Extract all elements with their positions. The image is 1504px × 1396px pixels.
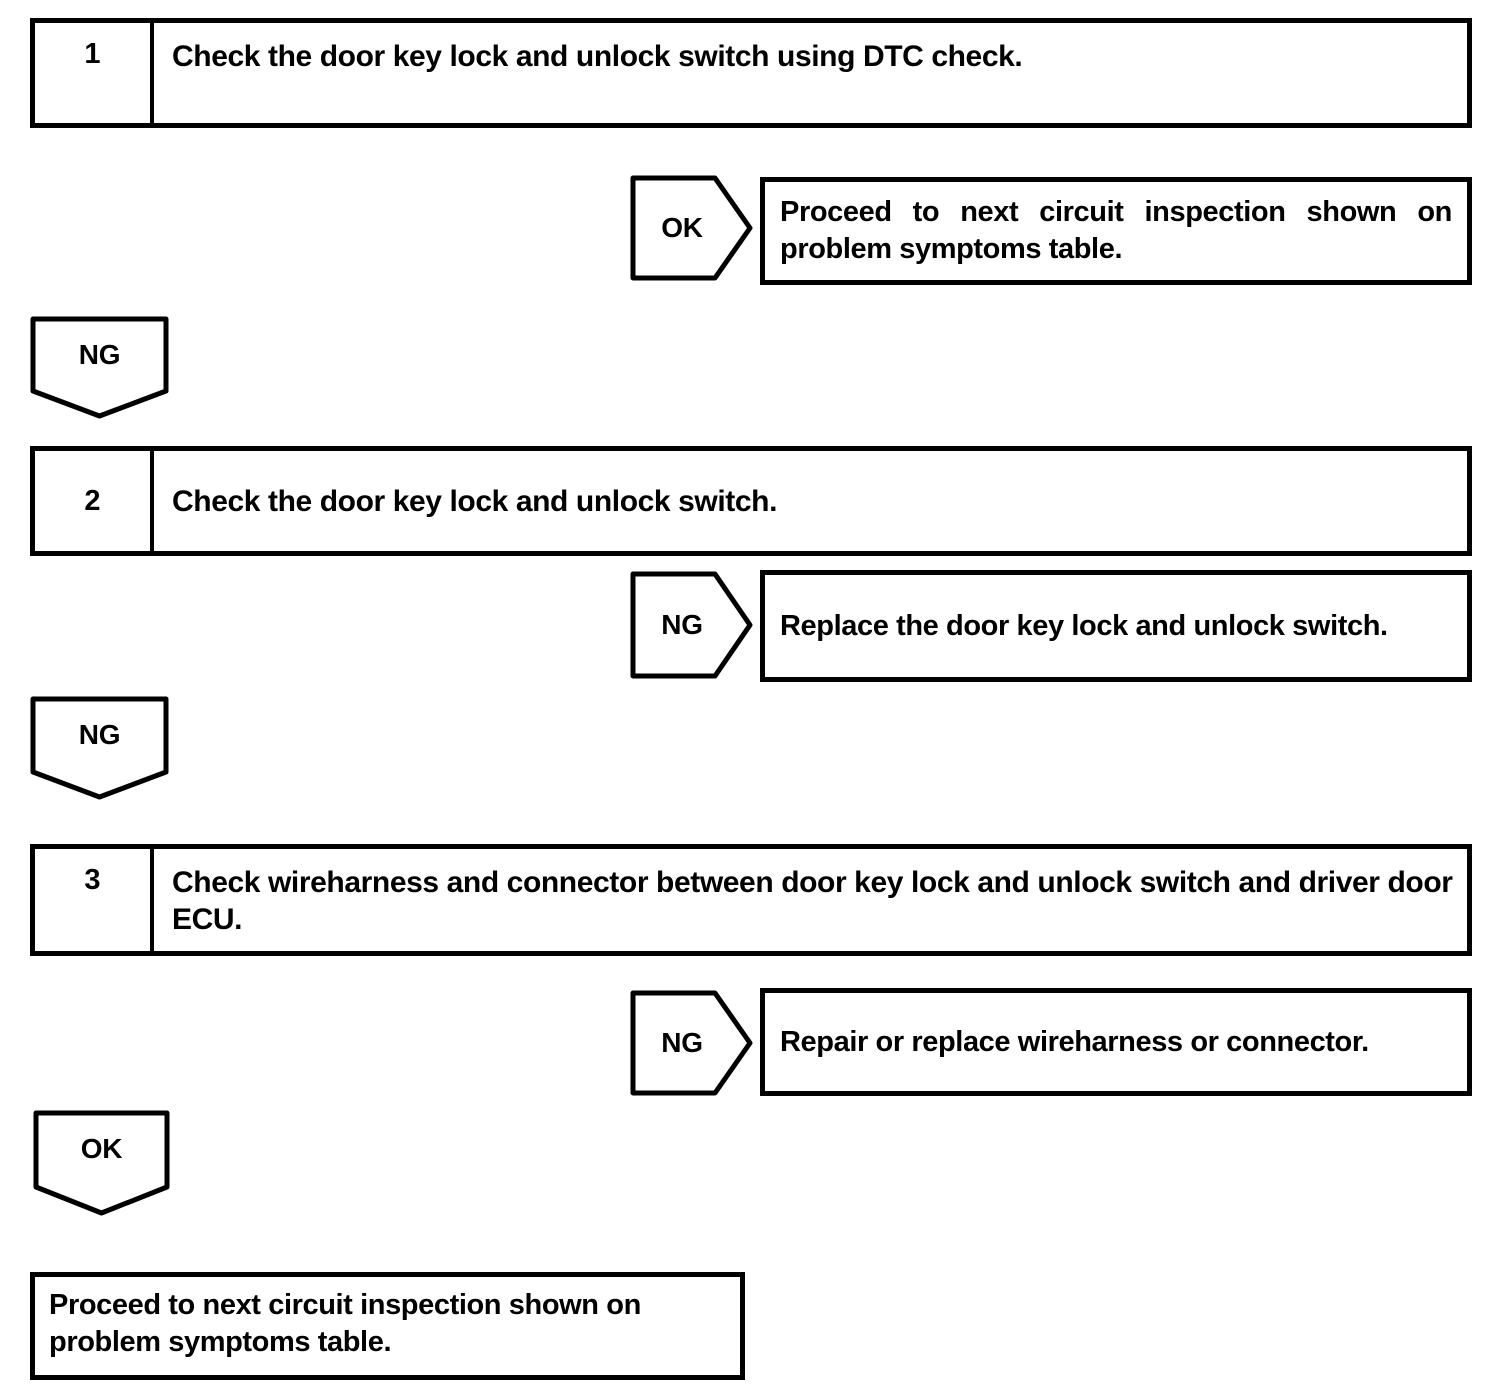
terminal-text: Proceed to next circuit inspection shown… xyxy=(49,1289,641,1358)
pentagon-flag-icon xyxy=(30,696,169,800)
branch-tag-label: OK xyxy=(661,212,703,243)
branch-result-text: Repair or replace wireharness or connect… xyxy=(780,1025,1369,1058)
flow-tag-label: OK xyxy=(80,1133,123,1164)
step-box-2: 2 Check the door key lock and unlock swi… xyxy=(30,446,1472,556)
step-instruction-text: Check the door key lock and unlock switc… xyxy=(172,484,778,518)
step-instruction: Check the door key lock and unlock switc… xyxy=(154,23,1467,123)
pentagon-arrow-icon xyxy=(630,990,753,1096)
pentagon-arrow-icon xyxy=(630,175,753,281)
flow-tag-ng: NG xyxy=(30,316,169,419)
branch-result-box: Proceed to next circuit inspection shown… xyxy=(760,177,1472,285)
step-instruction-text: Check wireharness and connector between … xyxy=(172,866,1453,936)
terminal-box: Proceed to next circuit inspection shown… xyxy=(30,1272,745,1380)
flow-tag-ok: OK xyxy=(33,1110,170,1216)
pentagon-flag-icon xyxy=(33,1110,170,1216)
branch-result-text: Proceed to next circuit inspection shown… xyxy=(780,196,1452,265)
branch-tag-label: NG xyxy=(661,609,703,640)
branch-result-box: Replace the door key lock and unlock swi… xyxy=(760,570,1472,682)
step-number: 1 xyxy=(35,23,154,123)
branch-result-text: Replace the door key lock and unlock swi… xyxy=(780,609,1388,642)
step-instruction: Check the door key lock and unlock switc… xyxy=(154,451,1467,551)
step-box-3: 3 Check wireharness and connector betwee… xyxy=(30,844,1472,956)
pentagon-flag-icon xyxy=(30,316,169,419)
branch-result-box: Repair or replace wireharness or connect… xyxy=(760,988,1472,1096)
pentagon-arrow-icon xyxy=(630,571,753,679)
step-instruction-text: Check the door key lock and unlock switc… xyxy=(172,40,1023,73)
step-box-1: 1 Check the door key lock and unlock swi… xyxy=(30,18,1472,128)
branch-tag-ng: NG xyxy=(630,990,754,1096)
flow-tag-label: NG xyxy=(78,719,121,750)
branch-tag-ok: OK xyxy=(630,175,754,281)
step-number: 2 xyxy=(35,451,154,551)
step-number: 3 xyxy=(35,849,154,951)
step-instruction: Check wireharness and connector between … xyxy=(154,849,1467,951)
branch-tag-ng: NG xyxy=(630,571,754,679)
flow-tag-ng: NG xyxy=(30,696,169,800)
branch-tag-label: NG xyxy=(661,1027,703,1058)
flow-tag-label: NG xyxy=(78,339,121,370)
